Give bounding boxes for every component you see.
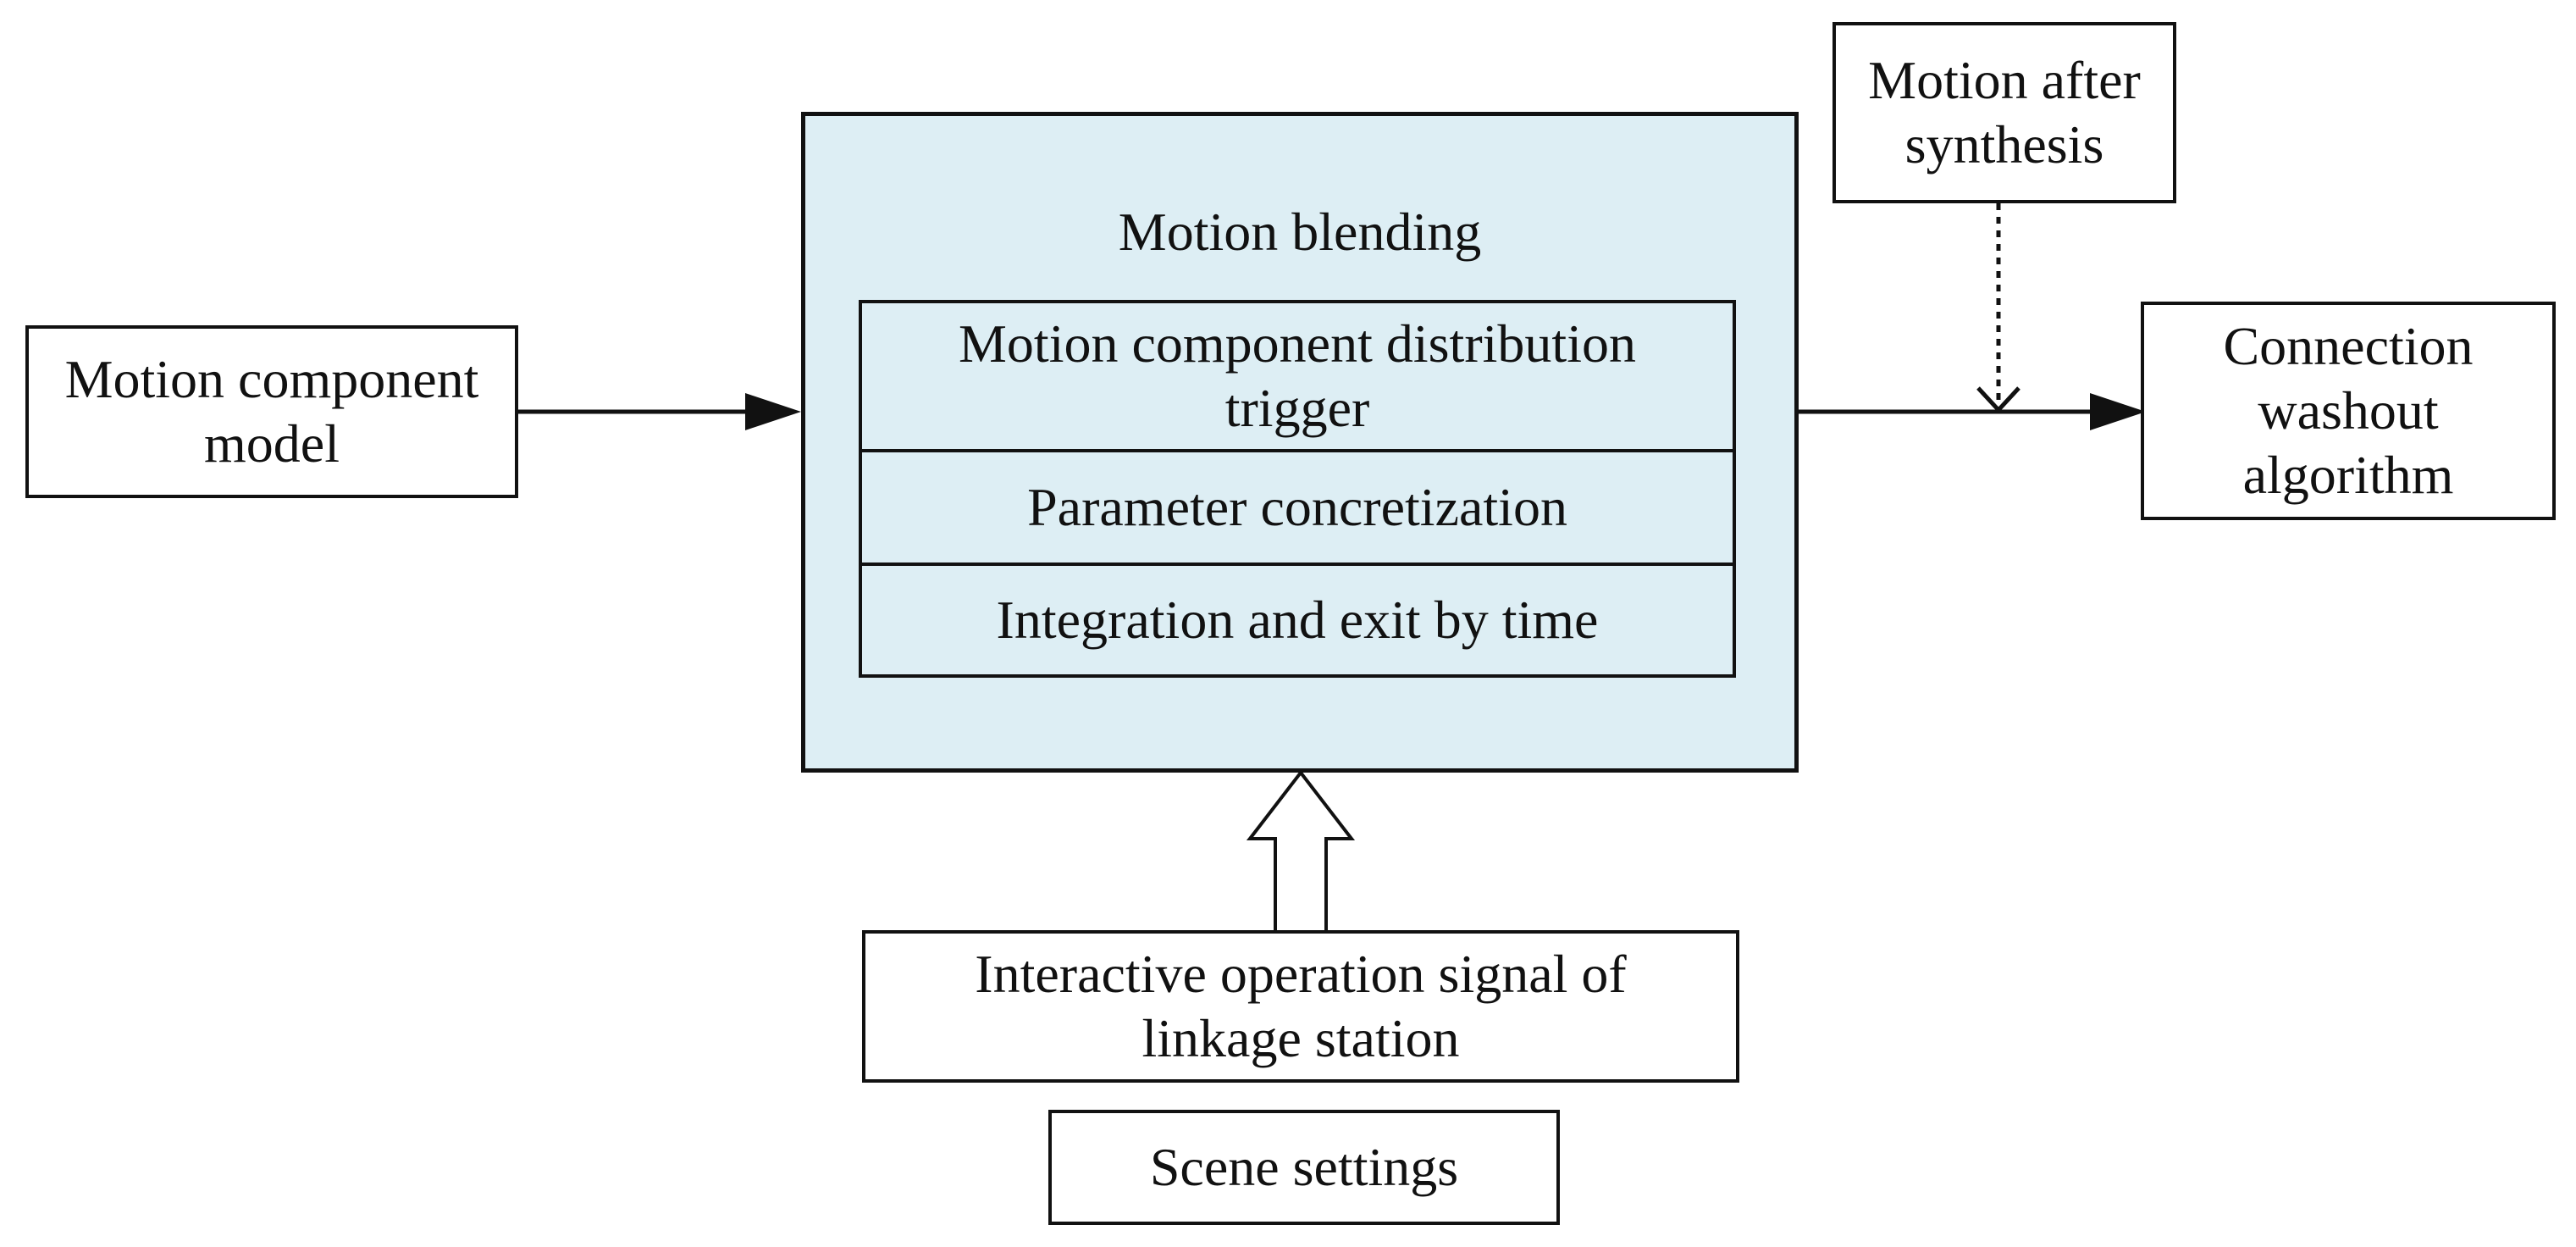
integration-exit-node: Integration and exit by time (859, 563, 1736, 678)
edge-model-to-blending (518, 393, 801, 430)
connection-washout-node: Connection washout algorithm (2141, 302, 2556, 520)
motion-component-model-node: Motion component model (25, 325, 518, 498)
motion-after-synthesis-node: Motion after synthesis (1832, 22, 2176, 203)
edge-signal-hollow-arrow (1246, 769, 1356, 930)
edge-blending-to-washout (1799, 393, 2146, 430)
distribution-trigger-node: Motion component distribution trigger (859, 300, 1736, 452)
edge-synthesis-dotted (1976, 203, 2020, 413)
interactive-signal-node: Interactive operation signal of linkage … (862, 930, 1739, 1083)
parameter-concretization-node: Parameter concretization (859, 449, 1736, 566)
motion-blending-title: Motion blending (1118, 202, 1482, 262)
scene-settings-node: Scene settings (1048, 1110, 1560, 1225)
